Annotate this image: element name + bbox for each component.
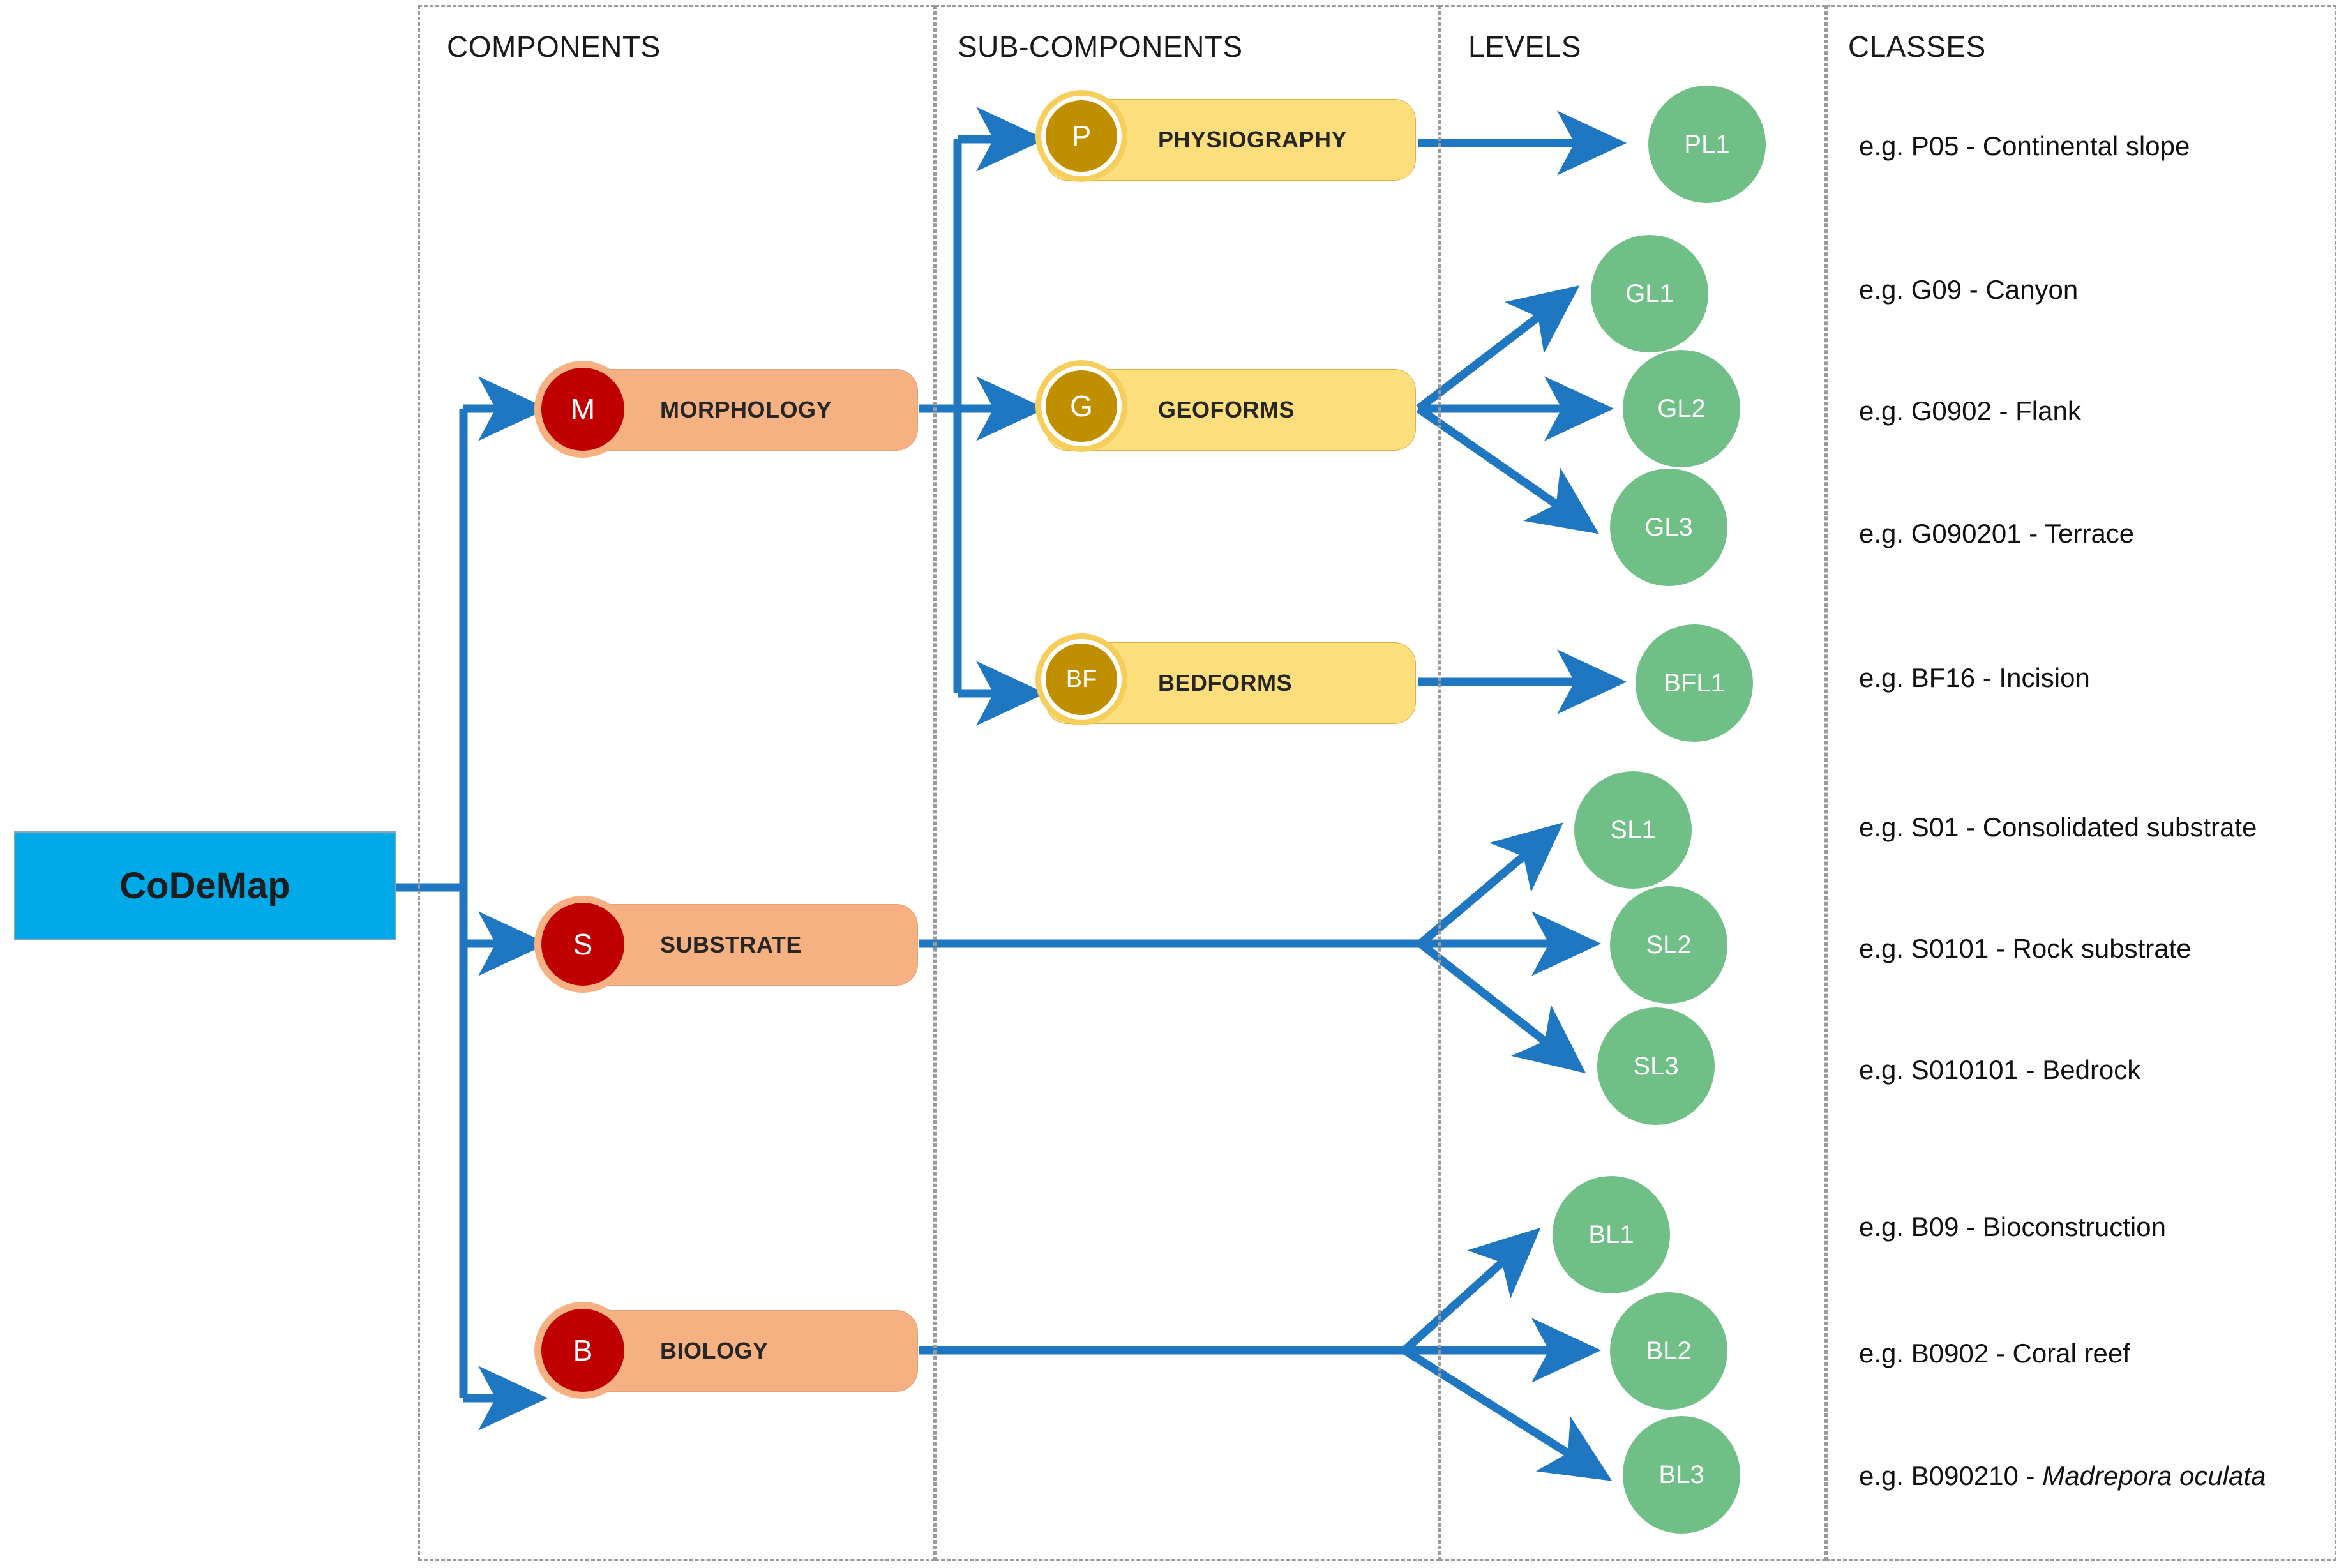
column-header-sub-components: SUB-COMPONENTS	[958, 30, 1243, 63]
component-node-biology[interactable]: B BIOLOGY	[534, 1302, 918, 1399]
level-node-bl1[interactable]: BL1	[1553, 1176, 1670, 1293]
component-label-substrate: SUBSTRATE	[660, 931, 802, 958]
level-label-sl3: SL3	[1633, 1052, 1679, 1080]
column-frame-levels	[1440, 5, 1826, 1561]
root-node-label: CoDeMap	[119, 864, 290, 907]
class-label-bfl1: e.g. BF16 - Incision	[1859, 663, 2090, 693]
level-label-bl2: BL2	[1646, 1336, 1692, 1365]
class-label-gl3: e.g. G090201 - Terrace	[1859, 518, 2134, 549]
level-label-sl1: SL1	[1610, 815, 1656, 844]
level-node-pl1[interactable]: PL1	[1648, 86, 1766, 203]
level-label-gl1: GL1	[1625, 279, 1674, 308]
class-label-gl1: e.g. G09 - Canyon	[1859, 275, 2078, 305]
class-label-gl2: e.g. G0902 - Flank	[1859, 396, 2081, 426]
column-frame-components	[418, 5, 935, 1561]
class-text-gl2: e.g. G0902 - Flank	[1859, 396, 2081, 426]
column-header-components: COMPONENTS	[447, 30, 661, 63]
component-label-biology: BIOLOGY	[660, 1338, 769, 1364]
column-header-classes: CLASSES	[1848, 30, 1986, 63]
subcomponent-badge-g-text: G	[1070, 389, 1093, 423]
class-text-gl1: e.g. G09 - Canyon	[1859, 275, 2079, 305]
component-badge-b: B	[534, 1302, 631, 1399]
component-badge-s: S	[534, 896, 631, 993]
class-text-gl3: e.g. G090201 - Terrace	[1859, 518, 2135, 548]
component-badge-s-text: S	[573, 928, 593, 961]
class-label-bl3: e.g. B090210 - Madrepora oculata	[1859, 1461, 2266, 1491]
class-label-sl2: e.g. S0101 - Rock substrate	[1859, 933, 2192, 964]
level-label-bl1: BL1	[1588, 1220, 1634, 1249]
class-text-sl2: e.g. S0101 - Rock substrate	[1859, 933, 2192, 963]
level-label-pl1: PL1	[1684, 130, 1730, 158]
level-node-sl1[interactable]: SL1	[1574, 771, 1692, 889]
class-text-bl3: e.g. B090210 -	[1859, 1461, 2043, 1491]
subcomponent-badge-bf: BF	[1041, 639, 1122, 720]
subcomponent-node-physiography[interactable]: P PHYSIOGRAPHY	[1041, 96, 1416, 181]
root-node-codemap[interactable]: CoDeMap	[14, 831, 396, 940]
column-frame-sub-components	[935, 5, 1440, 1561]
class-text-bl1: e.g. B09 - Bioconstruction	[1859, 1212, 2166, 1242]
subcomponent-node-bedforms[interactable]: BF BEDFORMS	[1041, 639, 1416, 724]
component-badge-m-text: M	[570, 393, 596, 426]
subcomponent-badge-p: P	[1041, 96, 1122, 176]
level-label-bl3: BL3	[1658, 1460, 1704, 1489]
subcomponent-label-geoforms: GEOFORMS	[1158, 396, 1295, 423]
column-header-levels: LEVELS	[1468, 30, 1581, 63]
class-text-bfl1: e.g. BF16 - Incision	[1859, 663, 2090, 693]
component-badge-m: M	[534, 361, 631, 458]
level-node-gl1[interactable]: GL1	[1591, 235, 1708, 352]
level-label-gl3: GL3	[1644, 513, 1693, 541]
subcomponent-label-bedforms: BEDFORMS	[1158, 670, 1292, 696]
class-text-bl3-species: Madrepora oculata	[2042, 1461, 2266, 1491]
level-node-bl3[interactable]: BL3	[1623, 1416, 1740, 1534]
class-text-sl3: e.g. S010101 - Bedrock	[1859, 1055, 2141, 1085]
level-node-gl3[interactable]: GL3	[1610, 469, 1727, 586]
component-badge-b-text: B	[573, 1334, 593, 1367]
subcomponent-badge-p-text: P	[1071, 119, 1092, 153]
subcomponent-badge-g: G	[1041, 366, 1122, 446]
level-label-bfl1: BFL1	[1664, 668, 1725, 697]
class-text-sl1: e.g. S01 - Consolidated substrate	[1859, 812, 2257, 842]
class-label-sl1: e.g. S01 - Consolidated substrate	[1859, 812, 2257, 843]
component-node-morphology[interactable]: M MORPHOLOGY	[534, 361, 918, 458]
class-label-pl1: e.g. P05 - Continental slope	[1859, 131, 2190, 162]
column-frame-classes	[1826, 5, 2336, 1561]
level-node-sl2[interactable]: SL2	[1610, 886, 1727, 1004]
subcomponent-node-geoforms[interactable]: G GEOFORMS	[1041, 366, 1416, 451]
level-label-gl2: GL2	[1657, 394, 1706, 423]
class-text-pl1: e.g. P05 - Continental slope	[1859, 131, 2190, 161]
subcomponent-badge-bf-text: BF	[1065, 665, 1097, 693]
level-node-gl2[interactable]: GL2	[1623, 350, 1740, 467]
level-label-sl2: SL2	[1646, 930, 1692, 959]
class-label-bl2: e.g. B0902 - Coral reef	[1859, 1338, 2130, 1369]
class-text-bl2: e.g. B0902 - Coral reef	[1859, 1338, 2130, 1368]
class-label-sl3: e.g. S010101 - Bedrock	[1859, 1055, 2140, 1085]
class-label-bl1: e.g. B09 - Bioconstruction	[1859, 1212, 2166, 1242]
component-label-morphology: MORPHOLOGY	[660, 396, 832, 423]
component-node-substrate[interactable]: S SUBSTRATE	[534, 896, 918, 993]
level-node-sl3[interactable]: SL3	[1597, 1007, 1715, 1125]
level-node-bl2[interactable]: BL2	[1610, 1292, 1727, 1410]
subcomponent-label-physiography: PHYSIOGRAPHY	[1158, 126, 1348, 153]
level-node-bfl1[interactable]: BFL1	[1636, 624, 1753, 742]
